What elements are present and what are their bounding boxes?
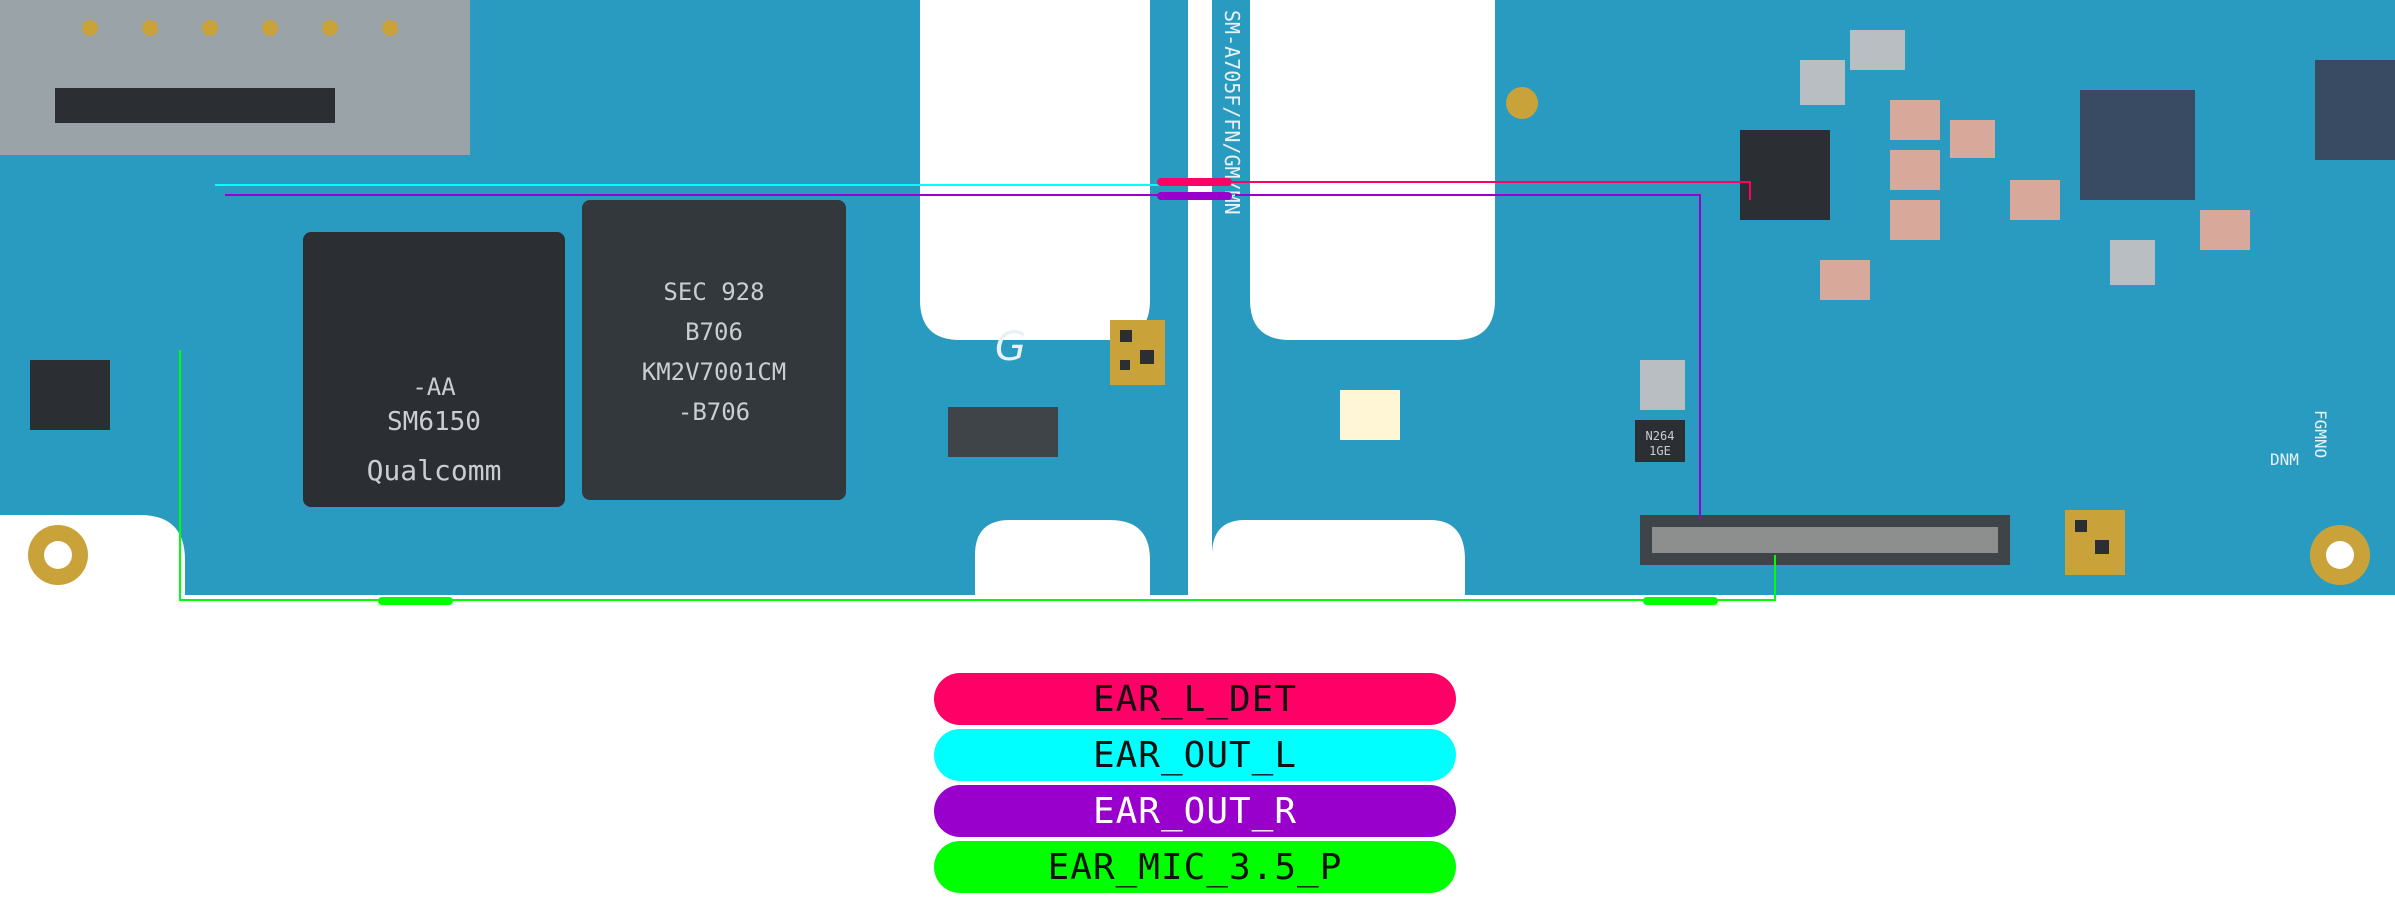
memory-chip	[582, 200, 846, 500]
mounting-hole-icon	[28, 525, 88, 585]
left-board-cutout	[920, 0, 1150, 340]
small-ic	[30, 360, 110, 430]
svg-text:-AA: -AA	[412, 373, 456, 401]
ear-l-det-trace	[1160, 181, 1751, 200]
legend-ear-out-r: EAR_OUT_R	[934, 785, 1456, 837]
mounting-hole-icon	[2310, 525, 2370, 585]
mounting-hole-icon	[1506, 87, 1538, 119]
small-ic	[2080, 90, 2195, 200]
small-ic	[2315, 60, 2395, 160]
samsung-logo-icon: G	[995, 324, 1026, 370]
ear-out-r-trace	[225, 194, 1701, 520]
qr-code-icon	[2065, 510, 2125, 575]
legend-ear-mic: EAR_MIC_3.5_P	[934, 841, 1456, 893]
small-ic	[1740, 130, 1830, 220]
svg-text:SEC 928: SEC 928	[663, 278, 764, 306]
svg-text:DNM: DNM	[2270, 450, 2299, 469]
ear-mic-trace	[179, 350, 1776, 601]
svg-text:N264: N264	[1646, 429, 1675, 443]
sim-tray	[0, 0, 470, 155]
right-board-cutout	[1250, 0, 1495, 340]
svg-text:KM2V7001CM: KM2V7001CM	[642, 358, 787, 386]
legend-ear-l-det: EAR_L_DET	[934, 673, 1456, 725]
legend-label: EAR_MIC_3.5_P	[1047, 846, 1343, 888]
svg-text:B706: B706	[685, 318, 743, 346]
left-board-connector	[948, 407, 1058, 457]
legend-label: EAR_OUT_L	[1092, 734, 1298, 776]
svg-text:SM6150: SM6150	[387, 407, 481, 437]
svg-text:Qualcomm: Qualcomm	[367, 454, 502, 487]
svg-text:FGMNO: FGMNO	[2311, 410, 2330, 458]
qr-code-icon	[1110, 320, 1165, 385]
legend-ear-out-l: EAR_OUT_L	[934, 729, 1456, 781]
legend-label: EAR_L_DET	[1092, 678, 1298, 720]
legend-label: EAR_OUT_R	[1092, 790, 1298, 832]
small-ic	[1635, 420, 1685, 462]
processor-chip	[303, 232, 565, 507]
flash-led	[1340, 390, 1400, 440]
svg-text:-B706: -B706	[678, 398, 750, 426]
svg-text:1GE: 1GE	[1649, 444, 1671, 458]
